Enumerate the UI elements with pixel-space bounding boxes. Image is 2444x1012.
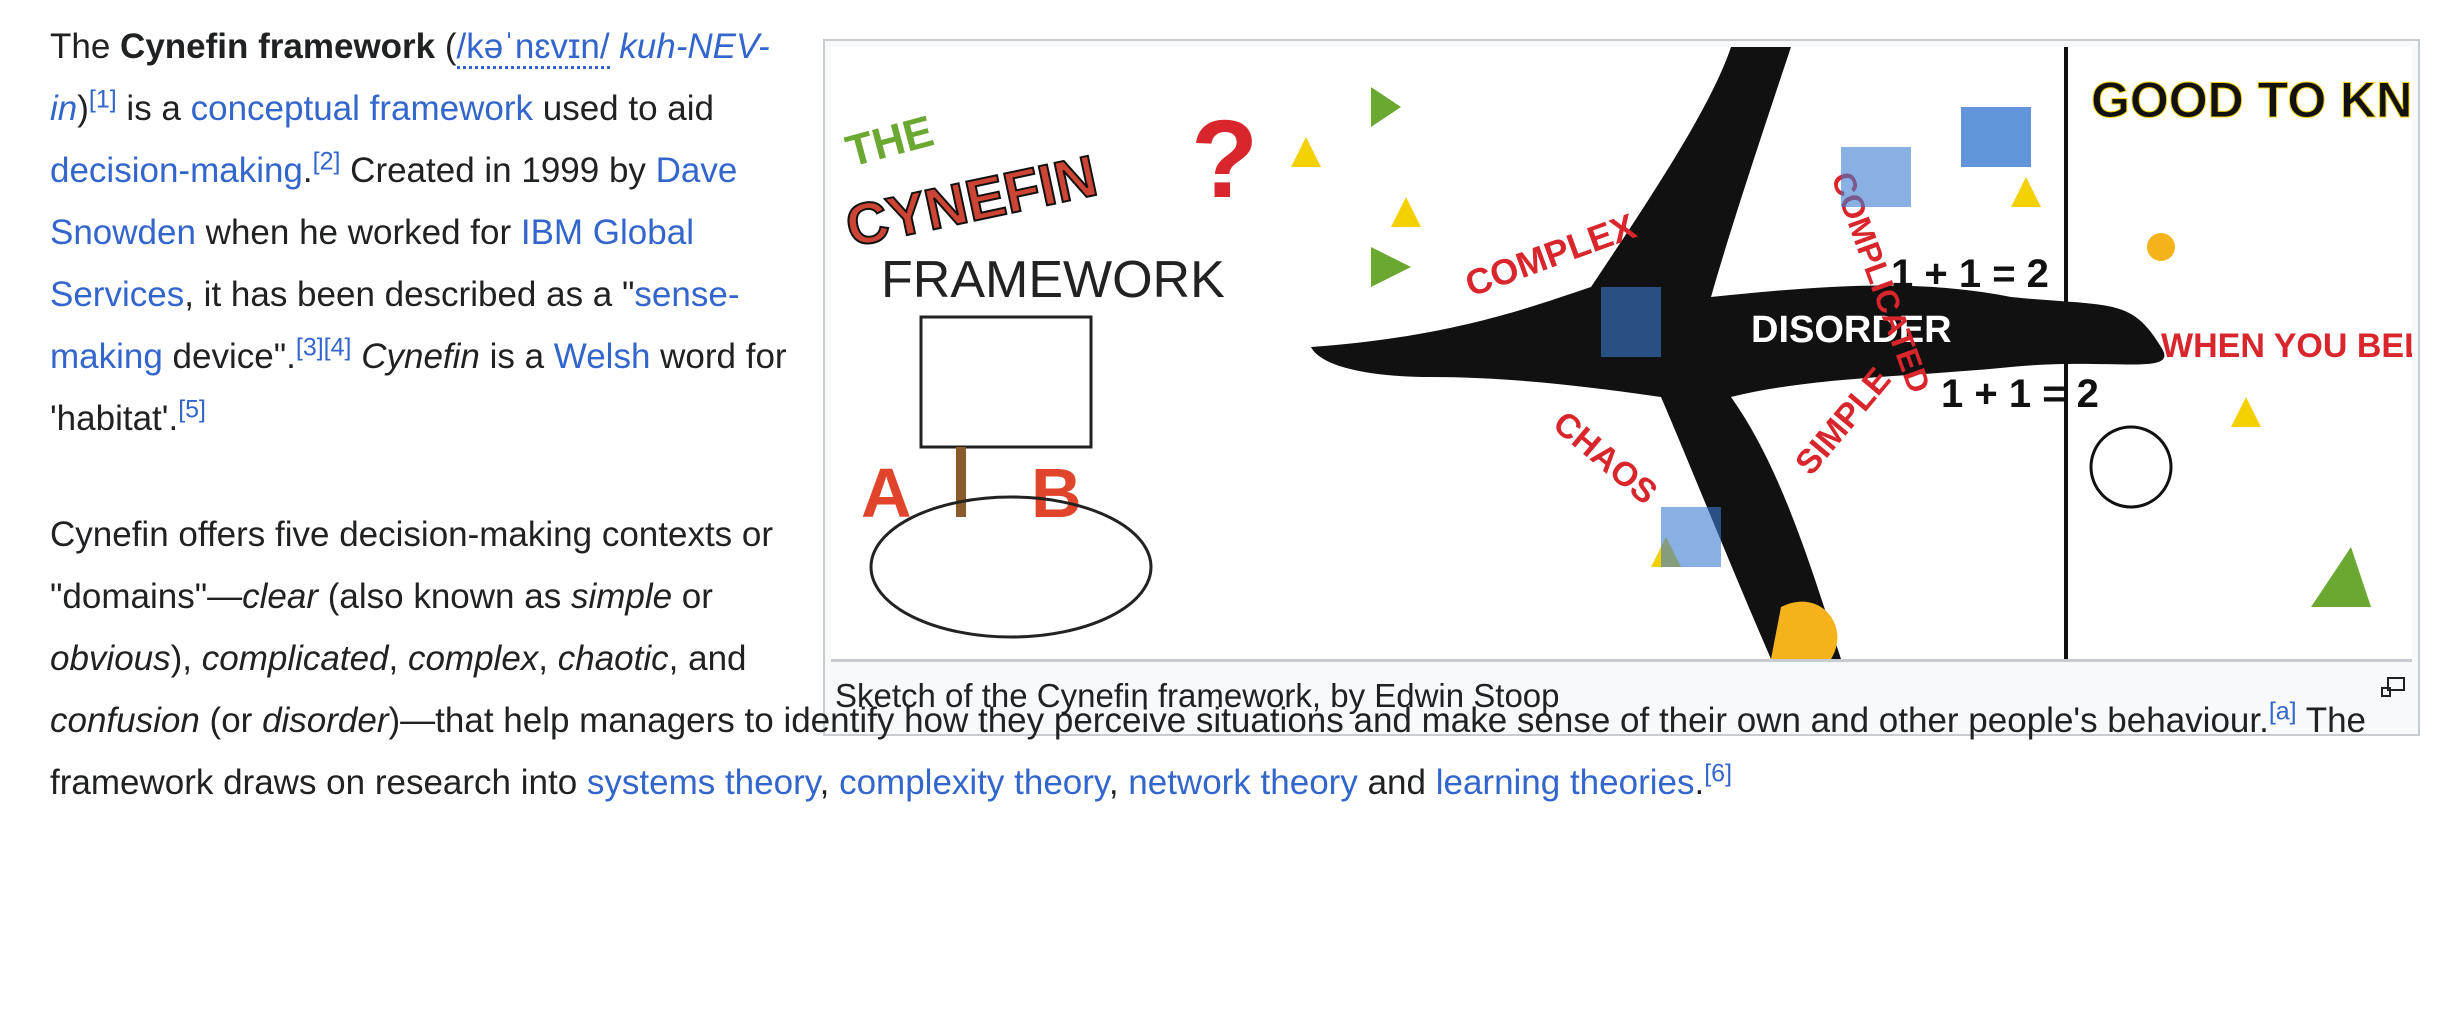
text: or xyxy=(672,577,713,616)
text: Cynefin offers five decision-making cont… xyxy=(50,515,774,616)
link-complexity-theory[interactable]: complexity theory xyxy=(839,763,1109,802)
text: , it has been described as a " xyxy=(184,275,635,314)
link-decision-making[interactable]: decision-making xyxy=(50,151,303,190)
article-content: The Cynefin framework (/kəˈnɛvɪn/ kuh-NE… xyxy=(50,16,2420,814)
paragraph-intro: The Cynefin framework (/kəˈnɛvɪn/ kuh-NE… xyxy=(50,16,790,450)
ref-2[interactable]: [2] xyxy=(312,147,341,176)
text: , xyxy=(819,763,840,802)
ref-3[interactable]: [3] xyxy=(295,333,324,362)
text: , xyxy=(538,639,558,678)
text: Created in 1999 by xyxy=(340,151,656,190)
ref-5[interactable]: [5] xyxy=(178,395,206,424)
caption-text: Sketch of the Cynefin framework, by Edwi… xyxy=(835,677,1560,714)
term-italic: complex xyxy=(407,639,539,678)
figure-caption: Sketch of the Cynefin framework, by Edwi… xyxy=(831,662,2412,734)
text: , and xyxy=(668,639,747,678)
text: device". xyxy=(162,337,296,376)
term-italic: confusion xyxy=(50,701,200,740)
sketch-label-when-you-believe: WHEN YOU BELIEVE xyxy=(2161,327,2412,365)
term-italic: simple xyxy=(570,577,673,616)
text: , xyxy=(388,639,408,678)
figure-thumbnail: DISORDER COMPLEX COMPLICATED CHAOS SIMPL… xyxy=(823,39,2420,736)
sketch-label-good-to-know: GOOD TO KNOW xyxy=(2091,72,2412,128)
text: (or xyxy=(199,701,263,740)
sketch-equation: 1 + 1 = 2 xyxy=(1891,252,2049,296)
sketch-letter-a: A xyxy=(861,454,912,532)
term-italic: complicated xyxy=(201,639,389,678)
text xyxy=(610,27,620,66)
ref-4[interactable]: [4] xyxy=(323,333,352,362)
respelling: kuh-NEV-in xyxy=(50,27,770,128)
sketch-label-framework: FRAMEWORK xyxy=(881,251,1225,309)
text: is a xyxy=(116,89,191,128)
text: when he worked for xyxy=(195,213,521,252)
ref-6[interactable]: [6] xyxy=(1704,759,1733,788)
term-italic: disorder xyxy=(262,701,389,740)
text: . xyxy=(302,151,313,190)
note-a[interactable]: [a] xyxy=(2268,697,2297,726)
sketch-equation-2: 1 + 1 = 2 xyxy=(1941,372,2099,416)
text: and xyxy=(1357,763,1436,802)
text: , xyxy=(1108,763,1129,802)
text: ) xyxy=(77,89,89,128)
term-italic: obvious xyxy=(50,639,171,678)
cynefin-sketch-image[interactable]: DISORDER COMPLEX COMPLICATED CHAOS SIMPL… xyxy=(831,47,2412,662)
sketch-label-disorder: DISORDER xyxy=(1751,309,1952,351)
text: ), xyxy=(170,639,202,678)
text: )—that help managers to identify how the… xyxy=(388,701,2269,740)
text: ( xyxy=(435,27,457,66)
enlarge-icon[interactable] xyxy=(2380,676,2406,698)
term-italic: Cynefin xyxy=(361,337,480,376)
link-network-theory[interactable]: network theory xyxy=(1128,763,1358,802)
ipa-link[interactable]: /kəˈnɛvɪn/ xyxy=(456,27,610,69)
link-conceptual-framework[interactable]: conceptual framework xyxy=(190,89,534,128)
term-italic: clear xyxy=(242,577,319,616)
paragraph-domains-continued: confusion (or disorder)—that help manage… xyxy=(50,690,2420,814)
paragraph-domains: Cynefin offers five decision-making cont… xyxy=(50,504,790,690)
term-bold: Cynefin framework xyxy=(120,27,436,66)
text xyxy=(351,337,361,376)
text: (also known as xyxy=(318,577,571,616)
link-sense-making[interactable]: sense-making xyxy=(50,275,740,376)
sketch-letter-b: B xyxy=(1031,454,1082,532)
link-welsh[interactable]: Welsh xyxy=(553,337,651,376)
text: used to aid xyxy=(533,89,714,128)
sketch-question-mark: ? xyxy=(1191,98,1258,221)
link-dave-snowden[interactable]: Dave Snowden xyxy=(50,151,738,252)
text: The xyxy=(50,27,121,66)
term-italic: chaotic xyxy=(557,639,669,678)
text: word for 'habitat'. xyxy=(50,337,787,438)
ref-1[interactable]: [1] xyxy=(88,85,117,114)
link-ibm-global-services[interactable]: IBM Global Services xyxy=(50,213,694,314)
link-systems-theory[interactable]: systems theory xyxy=(586,763,820,802)
link-learning-theories[interactable]: learning theories xyxy=(1435,763,1695,802)
text: . xyxy=(1694,763,1705,802)
respelling-link[interactable]: kuh-NEV-in xyxy=(50,27,770,128)
text: The framework draws on research into xyxy=(50,701,2367,802)
text: is a xyxy=(479,337,554,376)
